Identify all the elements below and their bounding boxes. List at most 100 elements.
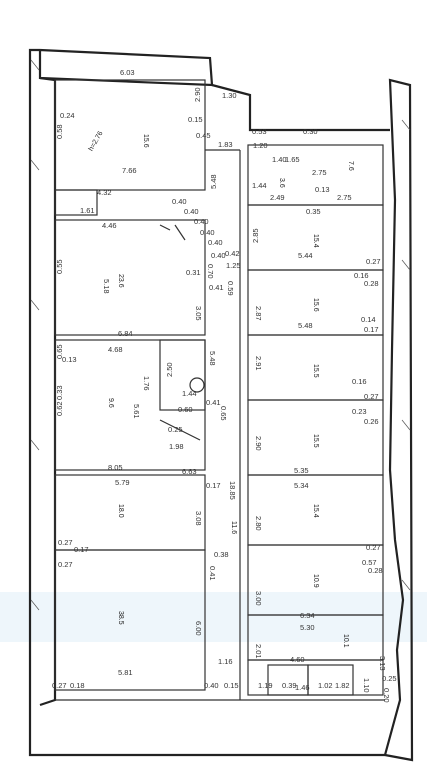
dimension-label: 2.50: [165, 362, 174, 377]
outer-walls: [28, 48, 414, 762]
dimension-label: 1.40: [272, 155, 287, 164]
dimension-label: 0.33: [55, 385, 64, 400]
dimension-label: 6.63: [182, 467, 197, 476]
dimension-label: 5.34: [294, 481, 309, 490]
dimension-label: 3.00: [254, 591, 263, 606]
dimension-label: 0.65: [55, 344, 64, 359]
dimension-label: 3.05: [194, 306, 203, 321]
dimension-label: 0.28: [364, 279, 379, 288]
dimension-label: 0.23: [352, 407, 367, 416]
dimension-label: 6.00: [194, 621, 203, 636]
dimension-label: 0.40: [194, 217, 209, 226]
dimension-label: 0.41: [206, 398, 221, 407]
interior-walls: [54, 79, 385, 701]
dimension-label: 1.20: [253, 141, 268, 150]
room-area-label: 38.5: [117, 611, 124, 625]
dimension-label: 0.31: [186, 268, 201, 277]
room-area-label: 15.6: [312, 298, 319, 312]
dimension-labels: 6.03 2.90 1.30 0.24 0.58 4.32 7.66 0.15 …: [52, 68, 397, 703]
dimension-label: 1.44: [252, 181, 267, 190]
dimension-label: 1.65: [285, 155, 300, 164]
dimension-label: 0.40: [184, 207, 199, 216]
dimension-label: 0.62: [55, 401, 64, 416]
dimension-label: 0.13: [62, 355, 77, 364]
dimension-label: 1.83: [218, 140, 233, 149]
dimension-label: 0.65: [219, 406, 228, 421]
dimension-label: 0.27: [58, 538, 73, 547]
dimension-label: 0.27: [364, 392, 379, 401]
dimension-label: 0.42: [225, 249, 240, 258]
dimension-label: 0.28: [368, 566, 383, 575]
dimension-label: 1.61: [80, 206, 95, 215]
dimension-label: 0.58: [55, 124, 64, 139]
dimension-label: 0.59: [226, 281, 235, 296]
dimension-label: 0.27: [52, 681, 67, 690]
dimension-label: 0.17: [364, 325, 379, 334]
dimension-label: 0.40: [211, 251, 226, 260]
dimension-label: 1.19: [258, 681, 273, 690]
room-area-label: 18.0: [117, 504, 124, 518]
room-area-label: 7.6: [347, 161, 354, 171]
room-area-label: 15.5: [312, 364, 319, 378]
dimension-label: 5.48: [209, 174, 218, 189]
dimension-label: 7.66: [122, 166, 137, 175]
dimension-label: 0.15: [188, 115, 203, 124]
dimension-label: 2.75: [337, 193, 352, 202]
dimension-label: 18.85: [228, 481, 237, 500]
dimension-label: 0.13: [315, 185, 330, 194]
dimension-label: 0.16: [354, 271, 369, 280]
dimension-label: 0.27: [58, 560, 73, 569]
room-area-label: 15.4: [312, 234, 319, 248]
dimension-label: 1.98: [169, 442, 184, 451]
dimension-label: 1.46: [295, 683, 310, 692]
dimension-label: 4.32: [97, 188, 112, 197]
dimension-label: 0.40: [172, 197, 187, 206]
room-area-label: 15.6: [142, 134, 149, 148]
dimension-label: 0.40: [200, 228, 215, 237]
dimension-label: 2.91: [254, 356, 263, 371]
dimension-label: 0.16: [352, 377, 367, 386]
dimension-label: 0.24: [60, 111, 75, 120]
dimension-label: 5.61: [132, 404, 141, 419]
dimension-label: 2.87: [254, 306, 263, 321]
dimension-label: 5.48: [208, 351, 217, 366]
dimension-label: 1.02: [318, 681, 333, 690]
dimension-label: 0.27: [366, 257, 381, 266]
dimension-label: 1.44: [182, 389, 197, 398]
dimension-label: 0.40: [208, 238, 223, 247]
dimension-label: 6.03: [120, 68, 135, 77]
dimension-label: 0.38: [214, 550, 229, 559]
dimension-label: 3.13: [378, 656, 387, 671]
dimension-label: 5.18: [102, 279, 111, 294]
dimension-label: 2.01: [254, 644, 263, 659]
dimension-label: 1.10: [362, 678, 371, 693]
dimension-label: 0.40: [204, 681, 219, 690]
dimension-label: 0.55: [55, 259, 64, 274]
background-band: [0, 592, 427, 642]
dimension-label: 0.20: [382, 688, 391, 703]
dimension-label: 0.57: [362, 558, 377, 567]
room-area-label: 9.6: [107, 398, 114, 408]
dimension-label: 0.26: [364, 417, 379, 426]
dimension-label: 4.68: [108, 345, 123, 354]
dimension-label: 0.45: [196, 131, 211, 140]
dimension-label: 2.85: [251, 228, 260, 243]
room-area-label: 11.6: [230, 521, 237, 534]
dimension-label: 0.60: [178, 405, 193, 414]
dimension-label: 0.25: [168, 425, 183, 434]
dimension-label: 6.84: [118, 329, 133, 338]
dimension-label: 0.41: [208, 566, 217, 581]
dimension-label: 0.35: [306, 207, 321, 216]
room-area-label: 10.1: [342, 634, 349, 648]
dimension-label: 0.25: [382, 674, 397, 683]
dimension-label: 2.90: [254, 436, 263, 451]
room-area-label: 23.6: [117, 274, 124, 288]
dimension-label: 0.39: [282, 681, 297, 690]
dimension-label: 1.76: [142, 376, 151, 391]
room-area-label: 3.6: [278, 178, 285, 188]
room-area-label: 15.4: [312, 504, 319, 518]
dimension-label: 5.48: [298, 321, 313, 330]
room-area-label: 15.5: [312, 434, 319, 448]
dimension-label: 5.79: [115, 478, 130, 487]
dimension-label: 5.30: [300, 623, 315, 632]
